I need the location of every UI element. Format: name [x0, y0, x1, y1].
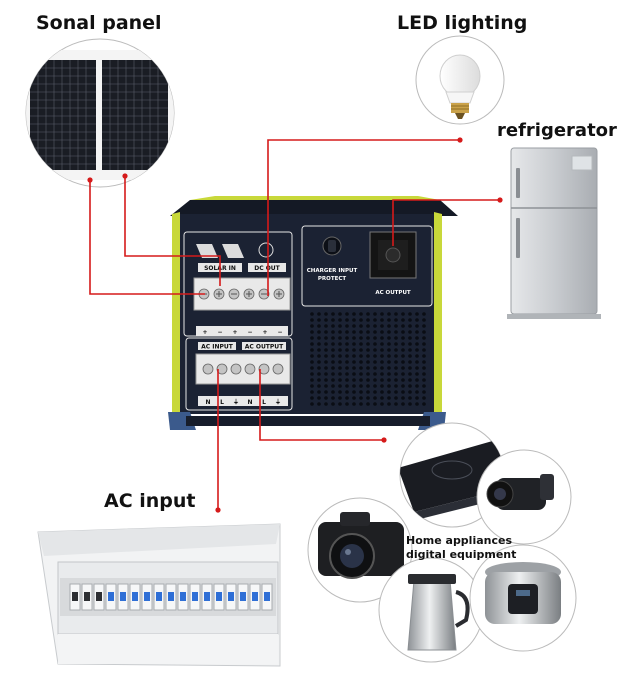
- polarity-3: +: [232, 329, 237, 336]
- breaker-box-image: [37, 523, 281, 667]
- home-appliances-label: Home appliances digital equipment: [406, 534, 516, 562]
- terminal-ground-2: ⏚: [275, 399, 281, 406]
- polarity-5: +: [262, 329, 267, 336]
- led-lighting-label: LED lighting: [397, 12, 528, 34]
- connection-wires: [89, 139, 500, 510]
- solar-panel-image: [25, 38, 175, 188]
- terminal-n-1: N: [205, 399, 210, 406]
- ac-output-terminal-label: AC OUTPUT: [245, 344, 284, 351]
- terminal-l-1: L: [220, 399, 224, 406]
- ac-input-terminal-label: AC INPUT: [201, 344, 234, 351]
- appliances-cluster: [307, 422, 577, 663]
- charger-protect-line2: PROTECT: [318, 276, 346, 282]
- home-appliances-line1: Home appliances: [406, 534, 513, 547]
- refrigerator-image: [507, 147, 601, 319]
- ac-input-label: AC input: [104, 490, 196, 512]
- polarity-6: −: [277, 329, 282, 336]
- charger-protect-line1: CHARGER INPUT: [307, 268, 358, 274]
- led-bulb-image: [415, 35, 505, 125]
- polarity-4: −: [247, 329, 252, 336]
- terminal-ground-1: ⏚: [233, 399, 239, 406]
- terminal-l-2: L: [262, 399, 266, 406]
- wire-endpoints: [87, 137, 503, 513]
- inverter-image: SOLAR IN DC OUT + − + − + − AC INPUT AC …: [168, 196, 458, 430]
- polarity-2: −: [217, 329, 222, 336]
- solar-panel-label: Sonal panel: [36, 12, 162, 34]
- ac-output-socket-label: AC OUTPUT: [375, 290, 411, 296]
- home-appliances-line2: digital equipment: [406, 548, 517, 561]
- polarity-1: +: [202, 329, 207, 336]
- terminal-n-2: N: [247, 399, 252, 406]
- refrigerator-label: refrigerator: [497, 120, 617, 141]
